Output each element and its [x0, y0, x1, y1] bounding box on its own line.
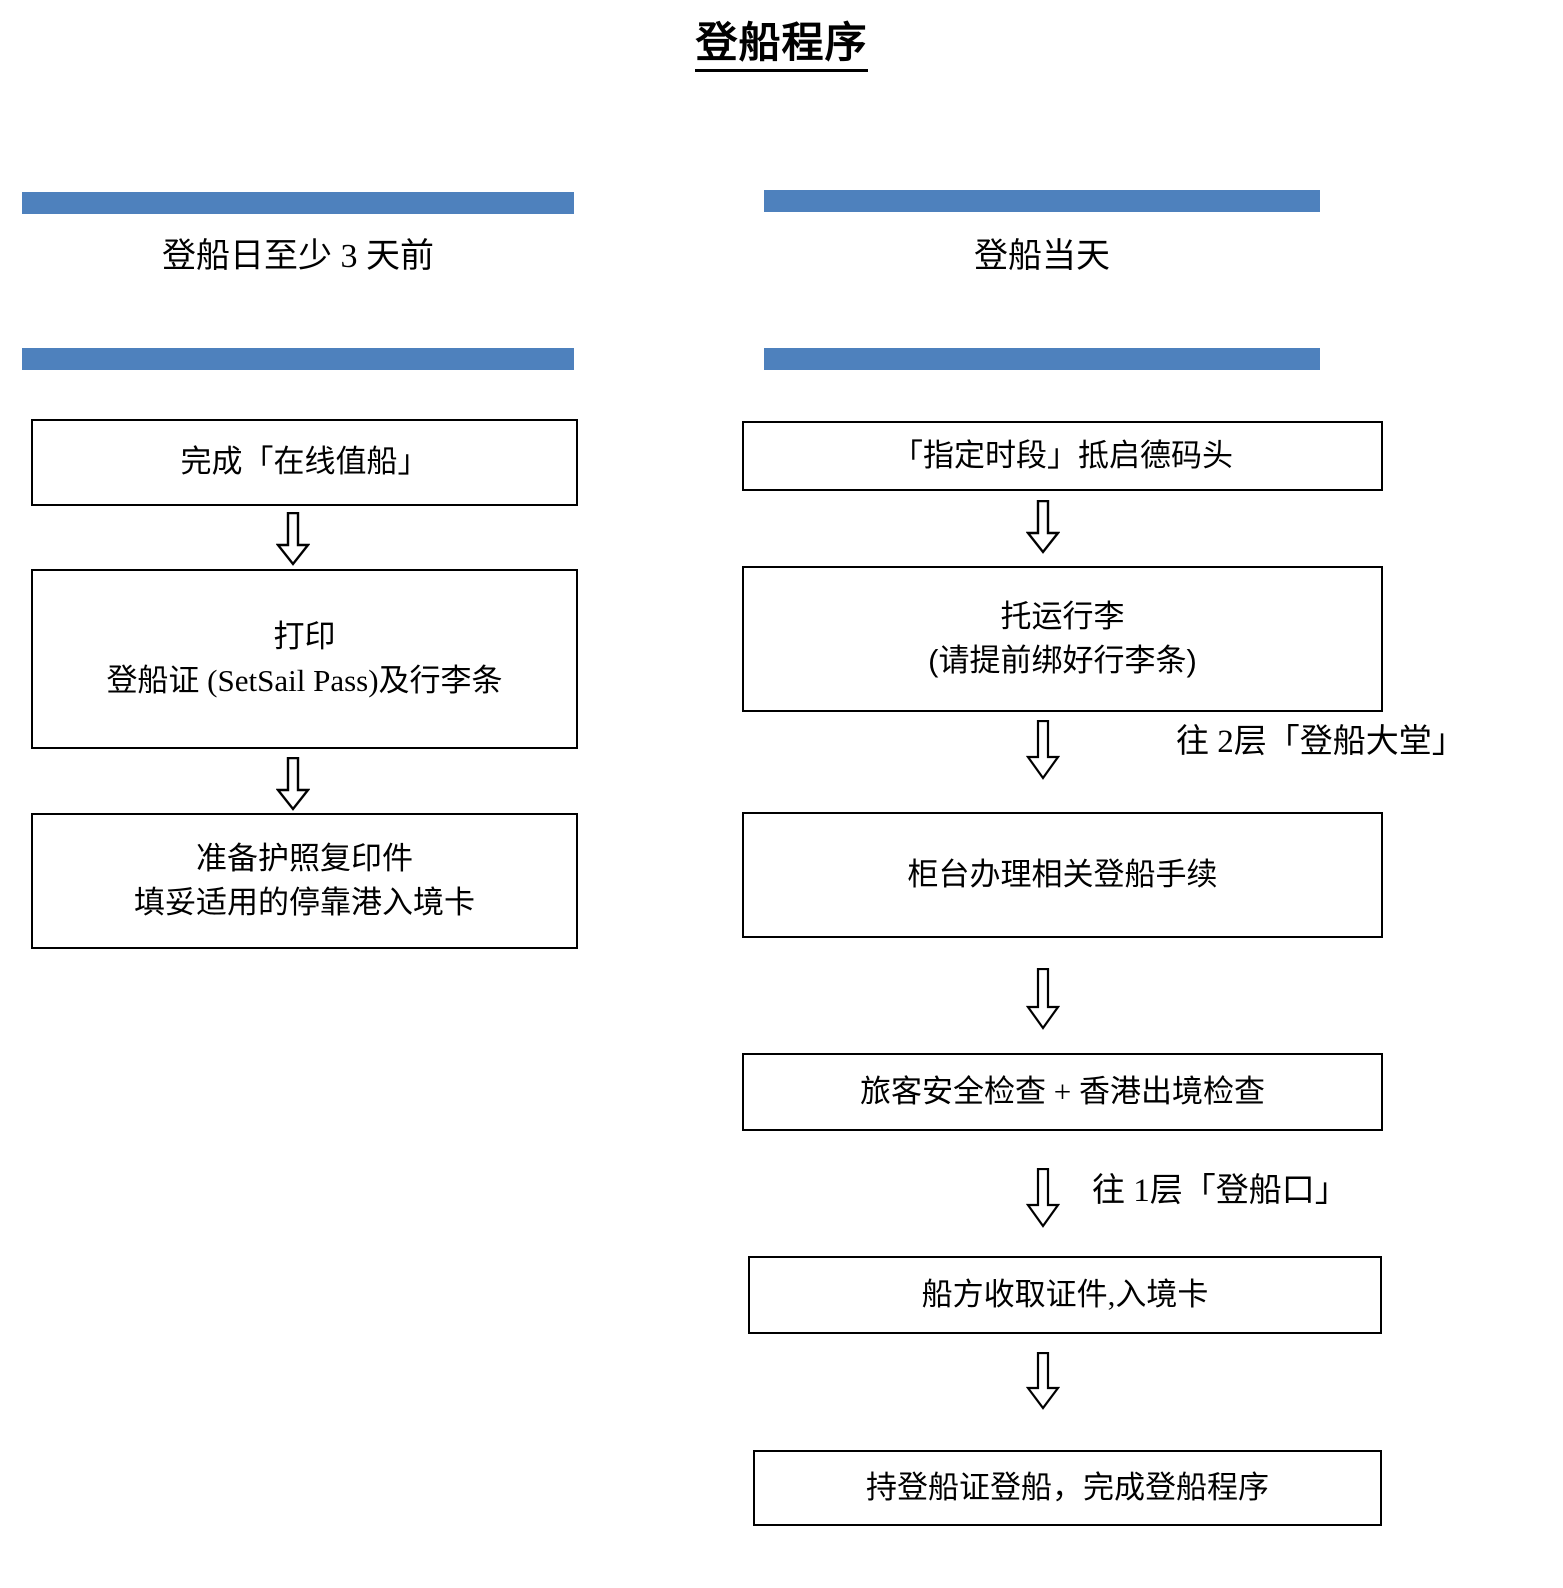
- right-step-1-box[interactable]: 「指定时段」抵启德码头: [742, 421, 1383, 491]
- left-step-2-line-1: 打印: [273, 618, 336, 654]
- annotation-to-floor-1: 往 1层「登船口」: [1092, 1173, 1348, 1209]
- right-step-5-line-1: 船方收取证件,入境卡: [921, 1276, 1209, 1312]
- arrow-down-right-5: [1026, 1352, 1060, 1410]
- arrow-down-left-2: [276, 757, 310, 811]
- right-step-2-line-1: 托运行李: [1000, 598, 1125, 634]
- right-step-6-box[interactable]: 持登船证登船，完成登船程序: [753, 1450, 1382, 1526]
- left-step-3-box[interactable]: 准备护照复印件 填妥适用的停靠港入境卡: [31, 813, 578, 949]
- right-step-3-line-1: 柜台办理相关登船手续: [907, 856, 1218, 892]
- left-column-bar-top: [22, 192, 574, 214]
- arrow-down-left-1: [276, 512, 310, 566]
- left-step-1-line-1: 完成「在线值船」: [180, 444, 429, 480]
- right-step-2-line-2: (请提前绑好行李条): [928, 643, 1197, 678]
- left-step-2-line-2: 登船证 (SetSail Pass)及行李条: [106, 663, 503, 698]
- page-title: 登船程序: [0, 18, 1563, 72]
- left-step-3-line-2: 填妥适用的停靠港入境卡: [134, 885, 475, 920]
- left-step-3-line-1: 准备护照复印件: [196, 840, 413, 876]
- left-step-1-box[interactable]: 完成「在线值船」: [31, 419, 578, 506]
- arrow-down-right-1: [1026, 500, 1060, 554]
- arrow-down-right-3: [1026, 968, 1060, 1030]
- right-step-4-line-1: 旅客安全检查 + 香港出境检查: [860, 1073, 1265, 1109]
- right-column-heading: 登船当天: [974, 238, 1110, 275]
- right-step-5-box[interactable]: 船方收取证件,入境卡: [748, 1256, 1382, 1334]
- right-step-6-line-1: 持登船证登船，完成登船程序: [866, 1469, 1269, 1505]
- page-title-text: 登船程序: [695, 19, 868, 72]
- arrow-down-right-2: [1026, 720, 1060, 780]
- right-step-1-line-1: 「指定时段」抵启德码头: [892, 437, 1233, 473]
- left-column-bar-bottom: [22, 348, 574, 370]
- annotation-to-floor-2: 往 2层「登船大堂」: [1176, 724, 1465, 760]
- right-step-2-box[interactable]: 托运行李 (请提前绑好行李条): [742, 566, 1383, 712]
- right-column-bar-top: [764, 190, 1320, 212]
- left-column-heading: 登船日至少 3 天前: [162, 238, 434, 275]
- arrow-down-right-4: [1026, 1168, 1060, 1228]
- left-step-2-box[interactable]: 打印 登船证 (SetSail Pass)及行李条: [31, 569, 578, 749]
- right-step-3-box[interactable]: 柜台办理相关登船手续: [742, 812, 1383, 938]
- right-column-bar-bottom: [764, 348, 1320, 370]
- right-step-4-box[interactable]: 旅客安全检查 + 香港出境检查: [742, 1053, 1383, 1131]
